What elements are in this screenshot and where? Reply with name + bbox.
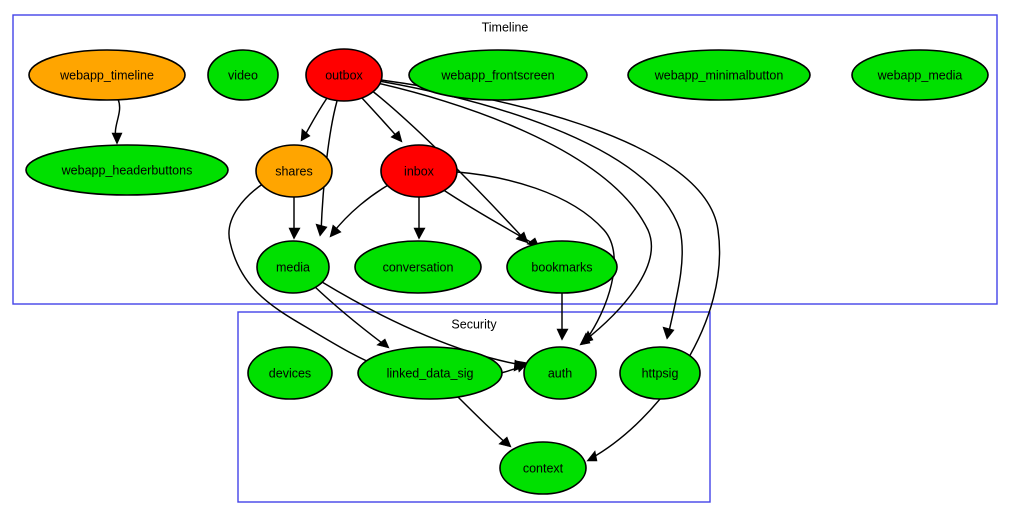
edge-line: [441, 188, 537, 246]
node-bookmarks[interactable]: bookmarks: [506, 240, 618, 294]
node-label-context: context: [523, 461, 564, 475]
node-inbox[interactable]: inbox: [380, 144, 458, 198]
node-shape-auth[interactable]: [523, 346, 597, 400]
edge-outbox-to-inbox: [361, 97, 403, 143]
node-shape-conversation[interactable]: [354, 240, 482, 294]
arrowhead-icon: [556, 328, 569, 341]
node-shape-httpsig[interactable]: [619, 346, 701, 400]
node-label-media: media: [276, 260, 310, 274]
node-label-webapp_frontscreen: webapp_frontscreen: [440, 68, 554, 82]
node-label-httpsig: httpsig: [642, 366, 679, 380]
cluster-label-timeline: Timeline: [482, 20, 529, 34]
edge-line: [313, 285, 387, 347]
arrowhead-icon: [288, 227, 301, 240]
edge-outbox-to-httpsig: [378, 80, 683, 340]
edge-line: [456, 171, 615, 341]
cluster-security: Security: [237, 311, 711, 503]
edge-inbox-to-media: [329, 183, 391, 238]
edge-layer: [111, 79, 721, 462]
node-shape-linked_data_sig[interactable]: [357, 346, 503, 400]
edge-outbox-to-auth: [376, 82, 653, 346]
arrowhead-icon: [586, 450, 598, 462]
node-shape-webapp_headerbuttons[interactable]: [25, 144, 229, 196]
edge-linked_data_sig-to-context: [456, 395, 512, 448]
node-context[interactable]: context: [499, 441, 587, 495]
arrowhead-icon: [111, 132, 123, 145]
node-label-webapp_headerbuttons: webapp_headerbuttons: [61, 163, 193, 177]
node-video[interactable]: video: [207, 49, 279, 101]
edge-line: [378, 80, 683, 337]
node-shape-context[interactable]: [499, 441, 587, 495]
node-shape-webapp_media[interactable]: [851, 49, 989, 101]
node-linked_data_sig[interactable]: linked_data_sig: [357, 346, 503, 400]
node-shape-outbox[interactable]: [305, 48, 383, 102]
node-auth[interactable]: auth: [523, 346, 597, 400]
node-layer: webapp_timeline video outbox webapp_frontsc…: [25, 48, 989, 495]
node-label-webapp_timeline: webapp_timeline: [59, 68, 154, 82]
node-shape-media[interactable]: [256, 240, 330, 294]
node-outbox[interactable]: outbox: [305, 48, 383, 102]
node-webapp_headerbuttons[interactable]: webapp_headerbuttons: [25, 144, 229, 196]
arrowhead-icon: [300, 128, 311, 142]
node-shape-devices[interactable]: [247, 346, 333, 400]
edge-line: [331, 183, 391, 235]
node-webapp_frontscreen[interactable]: webapp_frontscreen: [408, 49, 588, 101]
cluster-border-security: [237, 311, 711, 503]
edge-media-to-linked_data_sig: [313, 285, 390, 349]
arrowhead-icon: [413, 227, 426, 240]
edge-inbox-to-conversation: [413, 197, 426, 240]
node-label-shares: shares: [275, 164, 313, 178]
node-media[interactable]: media: [256, 240, 330, 294]
edge-line: [376, 82, 653, 343]
arrowhead-icon: [513, 359, 526, 372]
edge-media-to-auth: [321, 281, 526, 372]
arrowhead-icon: [329, 224, 342, 238]
node-shape-bookmarks[interactable]: [506, 240, 618, 294]
edge-line: [361, 97, 401, 141]
node-label-inbox: inbox: [404, 164, 435, 178]
node-label-conversation: conversation: [383, 260, 454, 274]
edge-outbox-to-shares: [300, 97, 328, 142]
node-shares[interactable]: shares: [255, 144, 333, 198]
cluster-border-timeline: [12, 14, 998, 305]
arrowhead-icon: [662, 326, 675, 340]
edge-bookmarks-to-auth: [556, 293, 569, 341]
node-shape-webapp_minimalbutton[interactable]: [627, 49, 811, 101]
edge-line: [321, 281, 523, 366]
node-webapp_minimalbutton[interactable]: webapp_minimalbutton: [627, 49, 811, 101]
node-label-webapp_minimalbutton: webapp_minimalbutton: [654, 68, 784, 82]
edge-line: [456, 395, 509, 446]
edge-inbox-to-auth: [456, 171, 615, 344]
arrowhead-icon: [582, 330, 594, 344]
arrowhead-icon: [315, 223, 328, 237]
node-label-video: video: [228, 68, 258, 82]
node-label-bookmarks: bookmarks: [531, 260, 592, 274]
node-devices[interactable]: devices: [247, 346, 333, 400]
edge-webapp_timeline-to-webapp_headerbuttons: [111, 98, 123, 145]
node-label-outbox: outbox: [325, 68, 363, 82]
cluster-label-security: Security: [451, 317, 497, 331]
arrowhead-icon: [498, 436, 512, 448]
node-label-devices: devices: [269, 366, 311, 380]
node-webapp_timeline[interactable]: webapp_timeline: [28, 49, 186, 101]
node-httpsig[interactable]: httpsig: [619, 346, 701, 400]
edge-inbox-to-bookmarks: [441, 188, 540, 248]
arrowhead-icon: [390, 130, 403, 143]
node-shape-webapp_timeline[interactable]: [28, 49, 186, 101]
node-label-webapp_media: webapp_media: [877, 68, 963, 82]
node-label-linked_data_sig: linked_data_sig: [387, 366, 474, 380]
node-shape-shares[interactable]: [255, 144, 333, 198]
node-label-auth: auth: [548, 366, 572, 380]
arrowhead-icon: [376, 338, 390, 349]
node-webapp_media[interactable]: webapp_media: [851, 49, 989, 101]
cluster-timeline: Timeline: [12, 14, 998, 305]
node-shape-inbox[interactable]: [380, 144, 458, 198]
node-shape-video[interactable]: [207, 49, 279, 101]
node-shape-webapp_frontscreen[interactable]: [408, 49, 588, 101]
edge-shares-to-media: [288, 197, 301, 240]
node-conversation[interactable]: conversation: [354, 240, 482, 294]
